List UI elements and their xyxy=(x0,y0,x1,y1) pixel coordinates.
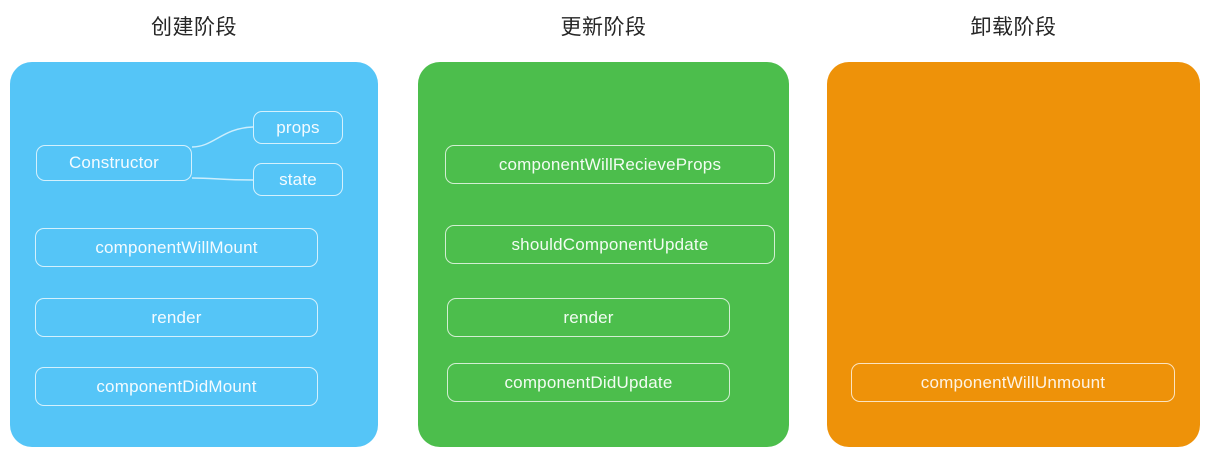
chip-component-will-mount[interactable]: componentWillMount xyxy=(35,228,318,267)
phase-title-update: 更新阶段 xyxy=(560,16,647,39)
phase-title-unmount: 卸载阶段 xyxy=(970,16,1057,39)
chip-component-did-mount[interactable]: componentDidMount xyxy=(35,367,318,406)
chip-component-will-recieve-props[interactable]: componentWillRecieveProps xyxy=(445,145,775,184)
chip-render-update[interactable]: render xyxy=(447,298,730,337)
phase-panel-unmount: componentWillUnmount xyxy=(827,62,1200,447)
phase-panel-create: Constructor props state componentWillMou… xyxy=(10,62,378,447)
chip-constructor[interactable]: Constructor xyxy=(36,145,192,181)
chip-render-create[interactable]: render xyxy=(35,298,318,337)
chip-component-will-unmount[interactable]: componentWillUnmount xyxy=(851,363,1175,402)
phase-title-create: 创建阶段 xyxy=(151,16,237,39)
chip-props[interactable]: props xyxy=(253,111,343,144)
chip-state[interactable]: state xyxy=(253,163,343,196)
chip-should-component-update[interactable]: shouldComponentUpdate xyxy=(445,225,775,264)
phase-panel-update: componentWillRecieveProps shouldComponen… xyxy=(418,62,789,447)
chip-component-did-update[interactable]: componentDidUpdate xyxy=(447,363,730,402)
